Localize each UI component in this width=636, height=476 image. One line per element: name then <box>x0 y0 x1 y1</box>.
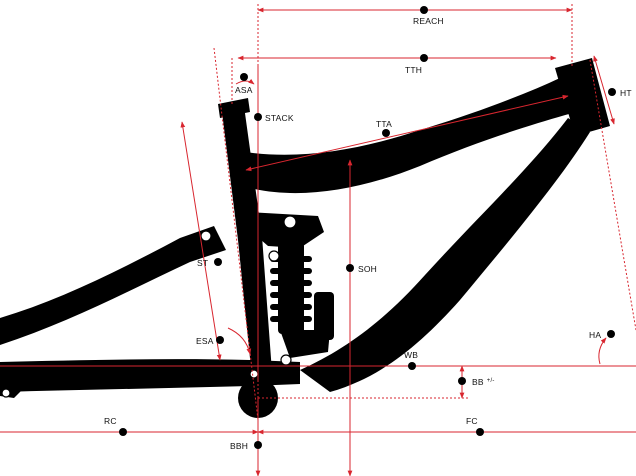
label-tta: TTA <box>376 119 392 129</box>
steering-axis <box>589 59 636 331</box>
asa-dot <box>240 73 248 81</box>
ht-dot <box>608 88 616 96</box>
rear-axle <box>1 388 11 398</box>
seat-collar <box>218 98 250 118</box>
reach-dot <box>420 6 428 14</box>
lower-shock-mount <box>280 330 330 358</box>
wb-dot <box>408 362 416 370</box>
label-dots <box>119 6 616 449</box>
label-rc: RC <box>104 416 117 426</box>
rocker-cutout <box>283 215 297 229</box>
soh-dot <box>346 264 354 272</box>
asa-arc <box>235 78 255 85</box>
down-tube <box>300 118 590 392</box>
stack-dot <box>254 113 262 121</box>
label-wb: WB <box>404 350 418 360</box>
shock-spring <box>270 256 312 322</box>
seat-stay <box>0 226 226 345</box>
seat-tube <box>222 106 272 378</box>
label-asa: ASA <box>235 85 253 95</box>
st-dot <box>214 258 222 266</box>
label-reach: REACH <box>413 16 444 26</box>
bb-dot <box>458 377 466 385</box>
bbh-dot <box>254 441 262 449</box>
labels: REACH TTH ASA STACK TTA HT ST SOH ESA HA… <box>104 16 632 451</box>
seat-tube-axis <box>213 47 259 421</box>
seatstay-pivot <box>200 230 212 242</box>
bb-pivot <box>249 369 259 379</box>
label-bb-main: BB <box>472 377 484 387</box>
esa-arc <box>227 327 252 355</box>
label-bb: BB+/- <box>472 377 495 387</box>
rc-dot <box>119 428 127 436</box>
label-ht: HT <box>620 88 632 98</box>
shock-body <box>278 242 304 334</box>
shock-reservoir <box>314 292 334 340</box>
shock-upper-pivot <box>268 250 280 262</box>
st-line <box>180 121 222 361</box>
ht-line <box>593 55 615 125</box>
chain-stay <box>0 359 300 392</box>
label-st: ST <box>197 258 208 268</box>
ha-dot <box>607 330 615 338</box>
bike-frame-silhouette <box>0 58 610 418</box>
tth-dot <box>420 54 428 62</box>
rocker-link <box>248 212 324 248</box>
label-esa: ESA <box>196 336 214 346</box>
tta-dot <box>382 129 390 137</box>
label-soh: SOH <box>358 264 377 274</box>
label-ha: HA <box>589 330 601 340</box>
label-bb-suffix: +/- <box>487 378 495 384</box>
tta-line <box>245 94 569 172</box>
dimension-lines <box>0 4 636 476</box>
label-tth: TTH <box>405 65 422 75</box>
label-fc: FC <box>466 416 478 426</box>
fc-dot <box>476 428 484 436</box>
main-pivot <box>280 354 292 366</box>
esa-dot <box>216 336 224 344</box>
ha-arc <box>598 337 607 365</box>
label-stack: STACK <box>265 113 294 123</box>
label-bbh: BBH <box>230 441 248 451</box>
